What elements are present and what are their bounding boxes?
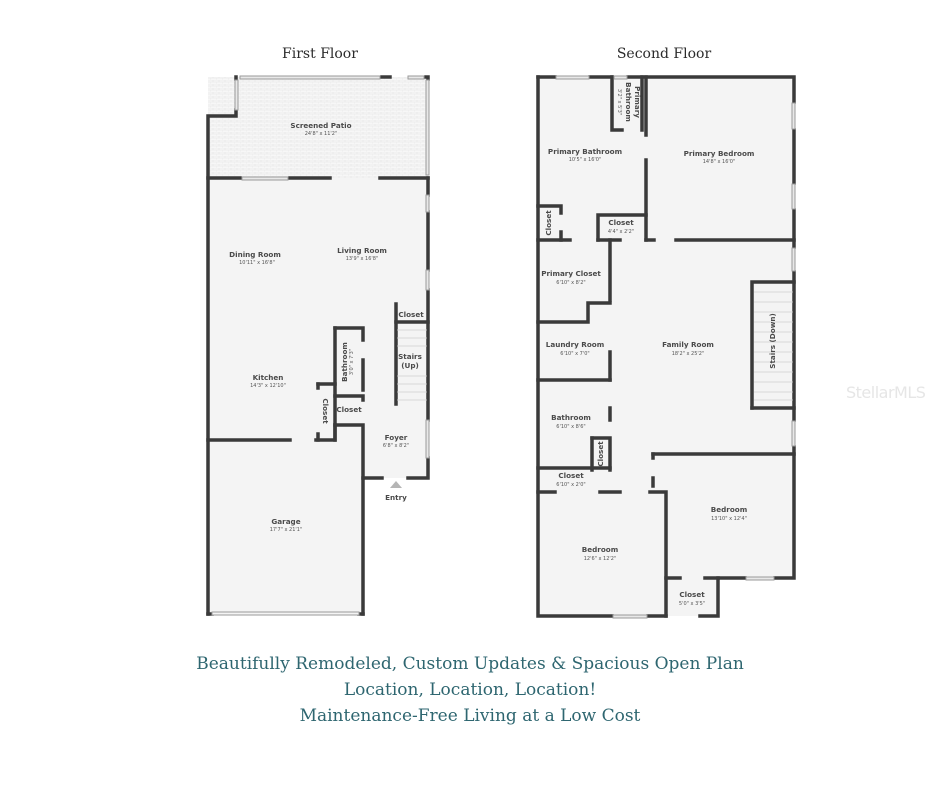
kitchen-label: Kitchen bbox=[253, 373, 284, 382]
screened-patio-label: Screened Patio bbox=[290, 121, 351, 130]
garage-label: Garage bbox=[271, 517, 300, 526]
primary-bedroom-label: Primary Bedroom bbox=[684, 149, 755, 158]
closet-4x2-label: Closet bbox=[608, 218, 634, 227]
bathroom-label: Bathroom bbox=[340, 342, 349, 382]
first-floor-fill bbox=[208, 178, 428, 614]
stairs-down-label: Stairs (Down) bbox=[768, 313, 777, 368]
second-floor-title: Second Floor bbox=[616, 46, 712, 62]
stairs-up-label: Stairs bbox=[398, 352, 422, 361]
closet-mid-label: Closet bbox=[336, 405, 362, 414]
stellarmls-watermark: StellarMLS bbox=[846, 383, 926, 402]
bathroom-dim: 3'0" x 7'3" bbox=[349, 349, 355, 375]
closet-6x2-dim: 6'10" x 2'0" bbox=[556, 482, 585, 488]
bathroom-label: Bathroom bbox=[551, 413, 591, 422]
entry-arrow-icon bbox=[390, 481, 402, 488]
bathroom-dim: 6'10" x 8'6" bbox=[556, 424, 585, 430]
family-room-dim: 18'2" x 25'2" bbox=[672, 351, 705, 357]
family-room-label: Family Room bbox=[662, 340, 714, 349]
bedroom-left-label: Bedroom bbox=[582, 545, 618, 554]
bedroom-right-dim: 13'10" x 12'4" bbox=[711, 516, 747, 522]
closet-top-label: Closet bbox=[398, 310, 424, 319]
primary-bathroom-label: Primary Bathroom bbox=[548, 147, 622, 156]
bedroom-right-label: Bedroom bbox=[711, 505, 747, 514]
bedroom-left-dim: 12'6" x 12'2" bbox=[584, 556, 617, 562]
tagline-3: Maintenance-Free Living at a Low Cost bbox=[299, 706, 641, 726]
tagline-1: Beautifully Remodeled, Custom Updates & … bbox=[196, 654, 744, 674]
closet-4x2-dim: 4'4" x 2'2" bbox=[608, 229, 634, 235]
dining-room-dim: 10'11" x 16'8" bbox=[239, 260, 275, 266]
primary-bathroom-dim: 10'5" x 16'0" bbox=[569, 157, 602, 163]
primary-bathroom-small-label: Primary bbox=[633, 86, 642, 118]
primary-bathroom-small-dim: 3'2" x 5'3" bbox=[616, 89, 622, 115]
stairs-up-label-2: (Up) bbox=[401, 361, 419, 370]
primary-bathroom-small-label-2: Bathroom bbox=[624, 82, 633, 122]
foyer-dim: 6'8" x 8'2" bbox=[383, 443, 409, 449]
kitchen-dim: 14'3" x 12'10" bbox=[250, 383, 286, 389]
primary-closet-dim: 6'10" x 8'2" bbox=[556, 280, 585, 286]
closet-5x3-dim: 5'0" x 3'5" bbox=[679, 601, 705, 607]
screened-patio-dim: 24'8" x 11'2" bbox=[305, 131, 338, 137]
closet-vertical-left-label: Closet bbox=[544, 210, 553, 236]
laundry-room-label: Laundry Room bbox=[546, 340, 604, 349]
entry-label: Entry bbox=[385, 493, 407, 502]
closet-vertical-small-label: Closet bbox=[596, 441, 605, 467]
first-floor-plan: Screened Patio 24'8" x 11'2" Dining Room… bbox=[206, 75, 430, 616]
closet-5x3-label: Closet bbox=[679, 590, 705, 599]
tagline-2: Location, Location, Location! bbox=[343, 680, 597, 700]
laundry-room-dim: 6'10" x 7'0" bbox=[560, 351, 589, 357]
closet-6x2-label: Closet bbox=[558, 471, 584, 480]
second-floor-plan: Primary Bathroom 3'2" x 5'3" Primary Bat… bbox=[536, 75, 796, 619]
closet-vertical-label: Closet bbox=[321, 398, 330, 424]
first-floor-title: First Floor bbox=[282, 46, 358, 62]
living-room-label: Living Room bbox=[337, 246, 387, 255]
primary-closet-label: Primary Closet bbox=[541, 269, 601, 278]
garage-dim: 17'7" x 21'1" bbox=[270, 527, 303, 533]
primary-bedroom-dim: 14'8" x 16'0" bbox=[703, 159, 736, 165]
living-room-dim: 13'9" x 16'8" bbox=[346, 256, 379, 262]
dining-room-label: Dining Room bbox=[229, 250, 281, 259]
screened-patio-area bbox=[208, 77, 428, 178]
foyer-label: Foyer bbox=[385, 433, 408, 442]
second-floor-fill bbox=[538, 77, 794, 616]
